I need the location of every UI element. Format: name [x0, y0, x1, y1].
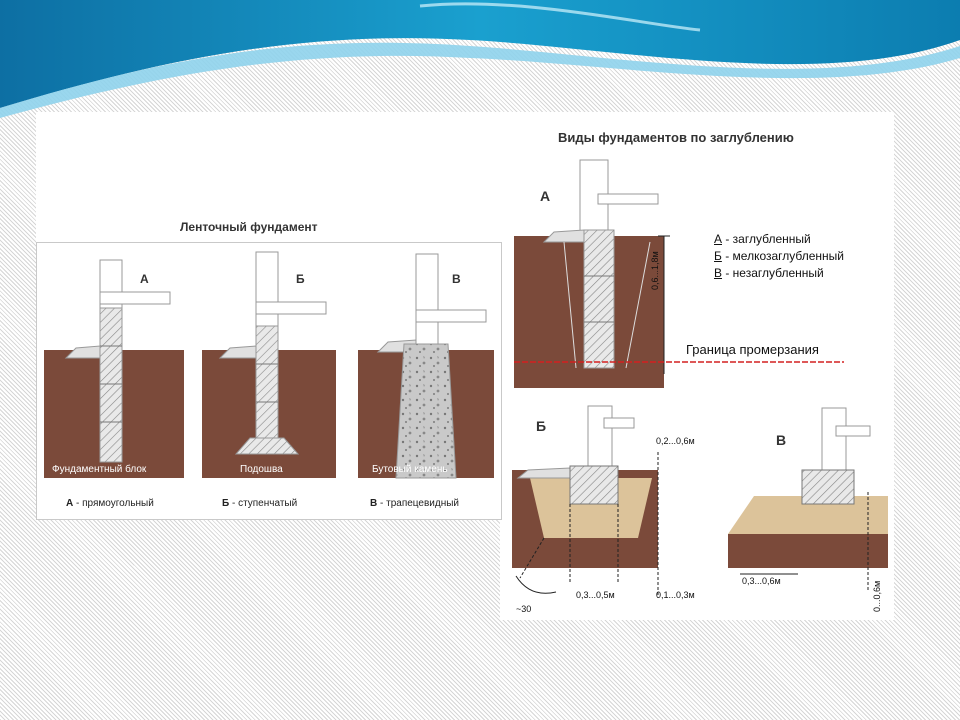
depth-a-label: 0,6...1,8м	[650, 251, 660, 290]
header-wave	[0, 0, 960, 118]
letter-v-right: В	[776, 432, 787, 448]
legend-b: Б - мелкозаглубленный	[714, 249, 845, 263]
panel-v	[358, 253, 494, 479]
frost-line-label: Граница промерзания	[686, 342, 819, 357]
panel-a	[44, 259, 184, 478]
caption-b: Б - ступенчатый	[222, 498, 298, 509]
letter-b-left: Б	[296, 272, 305, 286]
letter-a-right: А	[540, 188, 551, 204]
strip-foundation-diagrams	[44, 251, 494, 479]
legend-v: В - незаглубленный	[714, 266, 824, 280]
legend-a: А - заглубленный	[714, 232, 811, 246]
caption-v: В - трапецевидный	[370, 498, 460, 509]
panel-b	[202, 251, 336, 478]
dim-b-bottom-left: 0,3...0,5м	[576, 590, 615, 600]
label-sole: Подошва	[240, 464, 283, 475]
label-rubble-stone: Бутовый камень	[372, 464, 448, 475]
letter-b-right: Б	[536, 418, 547, 434]
non-buried-foundation-diagram	[728, 407, 888, 592]
deep-foundation-diagram	[514, 159, 844, 388]
dim-b-bottom-right: 0,1...0,3м	[656, 590, 695, 600]
right-title: Виды фундаментов по заглублению	[558, 130, 794, 145]
dim-b-top: 0,2...0,6м	[656, 436, 695, 446]
angle-label: ~30	[516, 604, 532, 614]
letter-a-left: А	[140, 272, 149, 286]
dim-v-depth: 0...0,6м	[872, 580, 882, 612]
shallow-foundation-diagram	[512, 405, 659, 598]
dim-v-width: 0,3...0,6м	[742, 576, 781, 586]
left-title: Ленточный фундамент	[180, 220, 318, 234]
letter-v-left: В	[452, 272, 461, 286]
caption-a: А - прямоугольный	[66, 498, 154, 509]
label-foundation-block: Фундаментный блок	[52, 464, 147, 475]
left-panel	[36, 112, 500, 242]
